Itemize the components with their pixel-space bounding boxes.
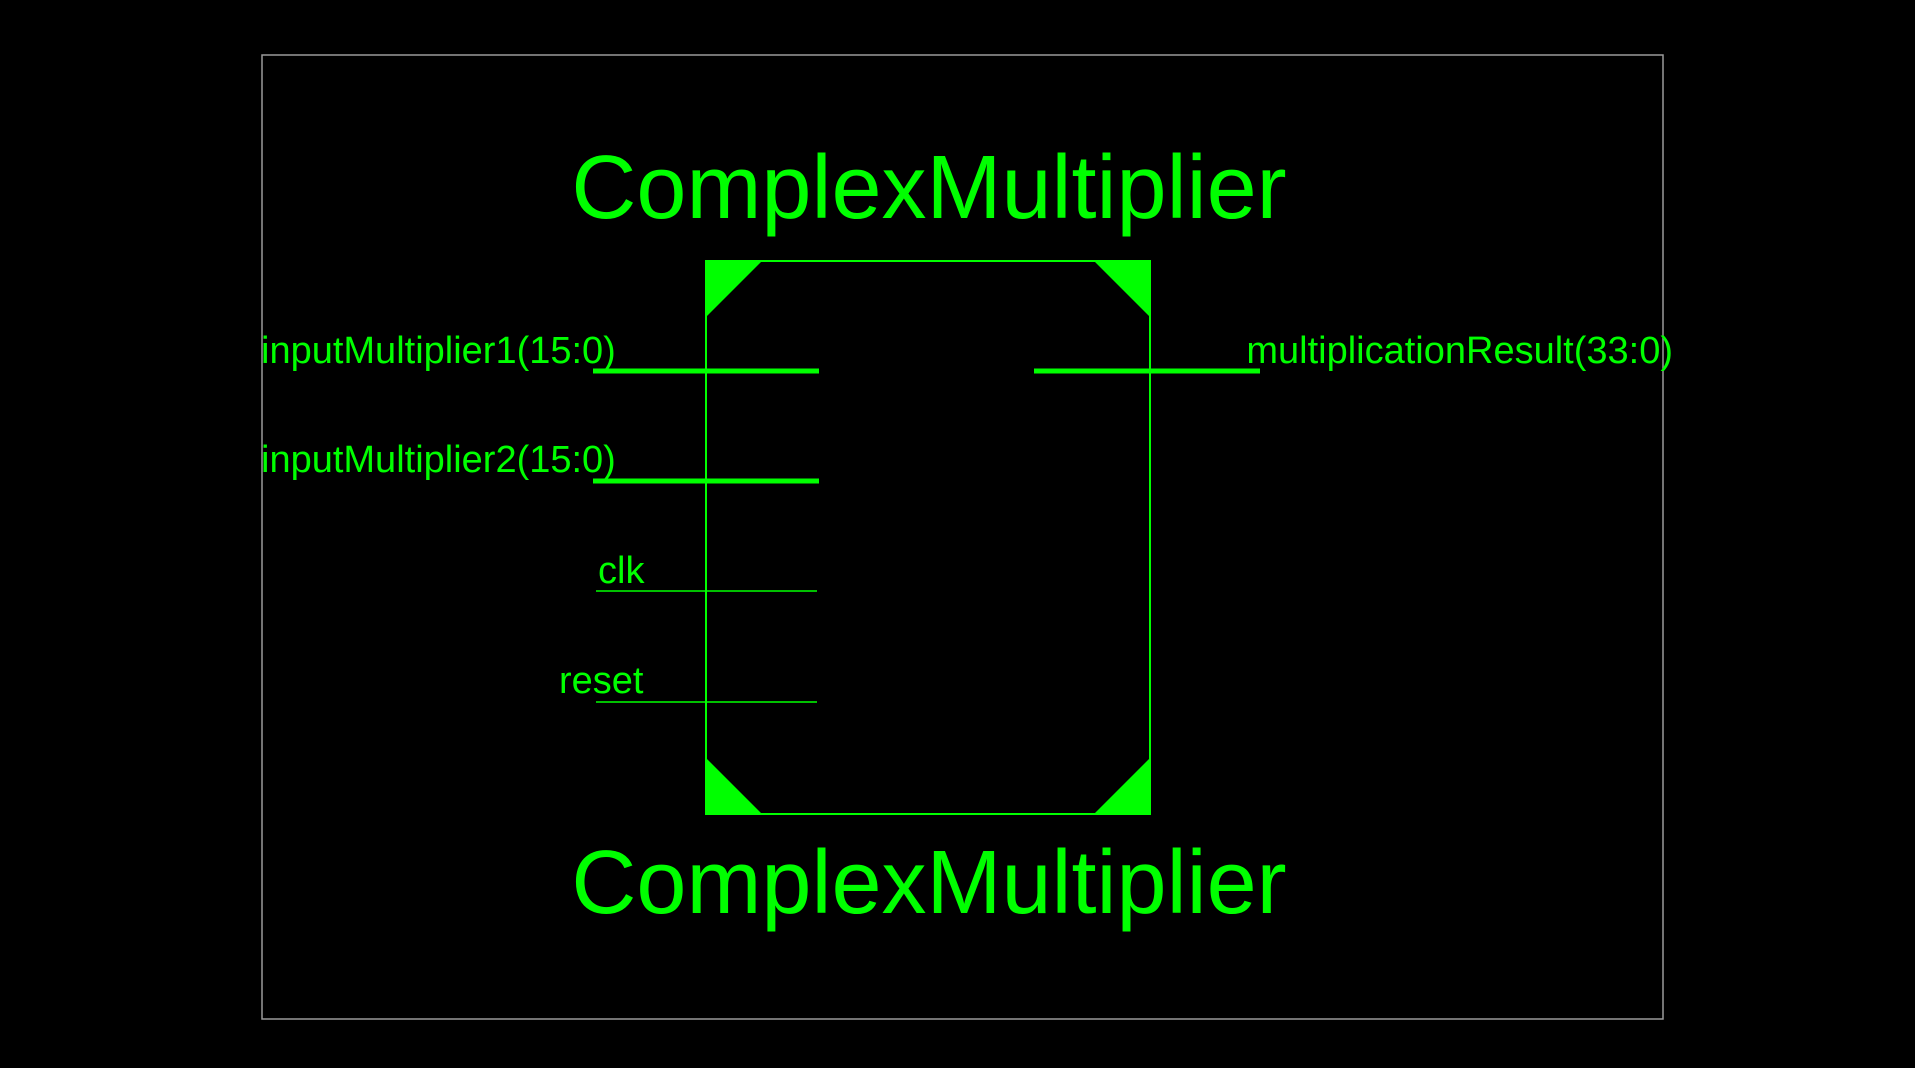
corner-marker-bottom-left: [706, 758, 762, 814]
corner-marker-top-left: [706, 261, 762, 317]
corner-marker-bottom-right: [1094, 758, 1150, 814]
corner-marker-top-right: [1094, 261, 1150, 317]
port-label-input-multiplier-2: inputMultiplier2(15:0): [261, 439, 616, 481]
port-label-multiplication-result: multiplicationResult(33:0): [1246, 330, 1673, 372]
symbol-title-bottom: ComplexMultiplier: [571, 833, 1286, 933]
sheet-frame: [261, 54, 1664, 1020]
port-label-input-multiplier-1: inputMultiplier1(15:0): [261, 330, 616, 372]
symbol-body[interactable]: [705, 260, 1151, 815]
symbol-title-top: ComplexMultiplier: [571, 138, 1286, 238]
port-label-reset: reset: [559, 660, 644, 702]
port-label-clk: clk: [598, 550, 645, 592]
